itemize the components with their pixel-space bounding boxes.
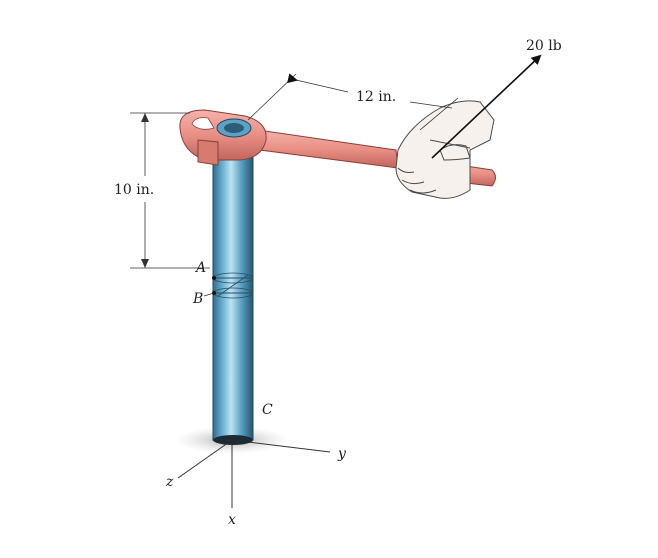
force-label: 20 lb [526,38,562,54]
height-label: 10 in. [114,182,154,198]
hand-finger-2 [401,179,425,185]
force-arrow [431,54,542,159]
hand-crease [429,139,471,149]
hand-finger-1 [397,167,415,173]
dim-line-right [409,101,453,109]
dim-arrow-bottom [141,259,149,268]
axis-y-label: y [337,446,347,462]
dimension-12in [247,73,459,131]
pipe-bottom-end [213,435,253,445]
wrench-jaw-block [197,139,219,166]
dim-ext-left [247,73,297,121]
hand-thumb [439,144,471,161]
wrench-length-label: 12 in. [356,89,396,105]
hand [395,100,495,199]
pipe [212,154,254,445]
dimension-10in [130,112,210,269]
dim-ext-right [419,97,459,131]
wrench-handle [257,129,399,169]
section-hatch [217,274,249,297]
hand-finger-3 [409,189,437,194]
point-a-marker [212,276,216,280]
point-c-label: C [262,402,273,418]
point-b-label: B [192,291,203,307]
dim-arrow-top [141,113,149,122]
pipe-top-inner [224,123,244,133]
point-b-leader [203,292,215,297]
axis-z-label: z [165,474,174,490]
axis-x-label: x [228,512,236,528]
axis-z-line [177,439,233,479]
pipe-body [212,154,254,441]
dim-line-left [287,73,349,93]
wrench-slot [191,117,215,130]
point-a-label: A [194,260,206,276]
